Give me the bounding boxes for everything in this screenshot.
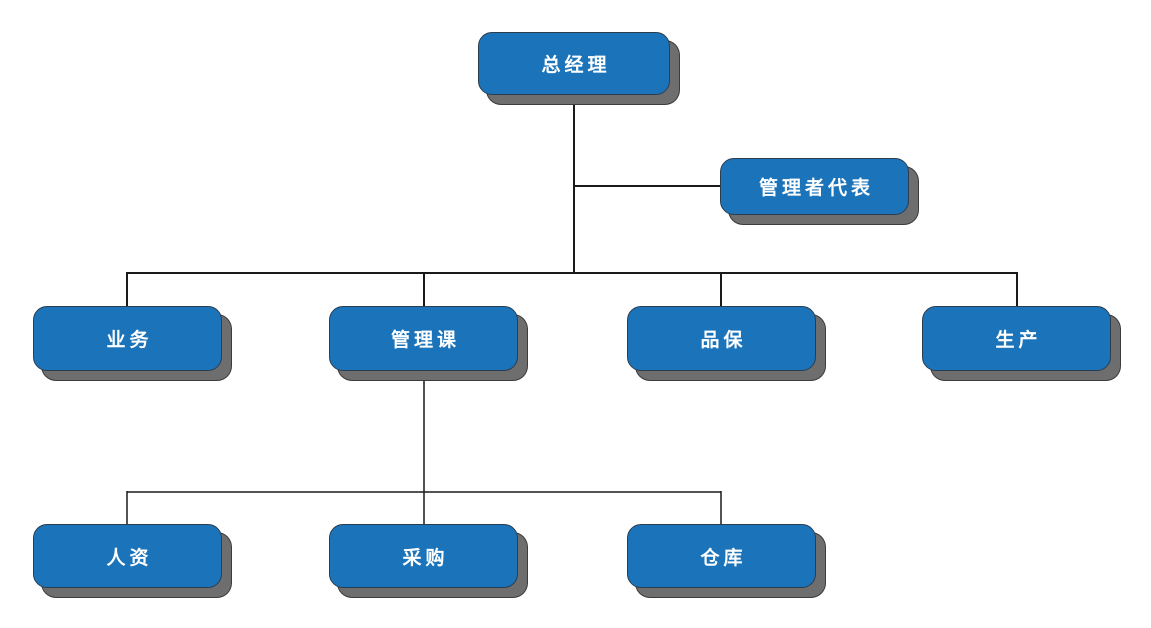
node-business-label: 业务 bbox=[106, 329, 153, 351]
node-business: 业务 bbox=[33, 306, 222, 371]
node-production-label: 生产 bbox=[995, 329, 1042, 351]
node-general-manager: 总经理 bbox=[478, 32, 670, 95]
node-human-resources: 人资 bbox=[33, 524, 222, 588]
node-production: 生产 bbox=[922, 306, 1111, 371]
node-quality-assurance: 品保 bbox=[627, 306, 816, 371]
node-management-section-label: 管理课 bbox=[390, 329, 460, 351]
node-management-representative: 管理者代表 bbox=[720, 158, 909, 215]
node-human-resources-label: 人资 bbox=[106, 546, 153, 569]
node-general-manager-label: 总经理 bbox=[541, 54, 611, 76]
node-quality-assurance-label: 品保 bbox=[700, 329, 747, 351]
node-management-representative-label: 管理者代表 bbox=[758, 177, 874, 199]
node-procurement: 采购 bbox=[329, 524, 518, 588]
node-procurement-label: 采购 bbox=[402, 546, 449, 569]
node-warehouse-label: 仓库 bbox=[700, 546, 747, 569]
node-management-section: 管理课 bbox=[329, 306, 518, 371]
node-warehouse: 仓库 bbox=[627, 524, 816, 588]
